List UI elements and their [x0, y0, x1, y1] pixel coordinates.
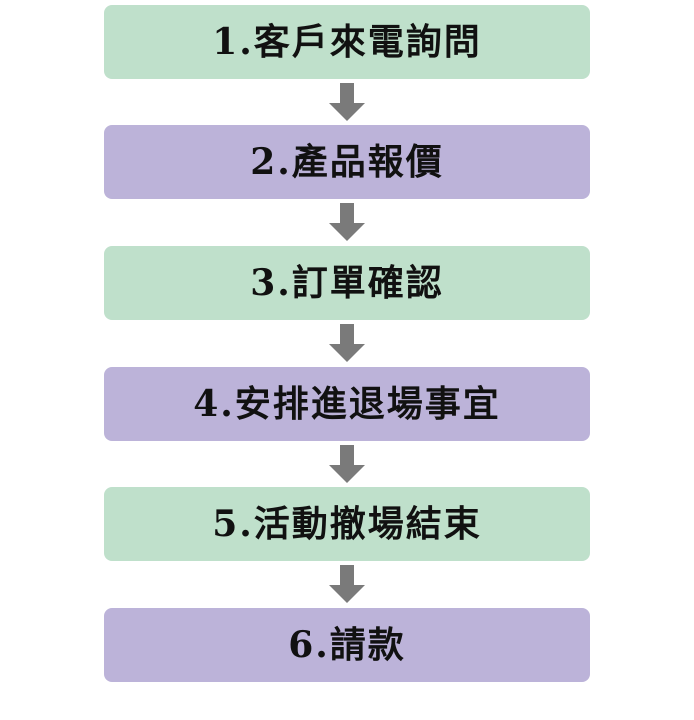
step-2-box: 2.產品報價 [104, 125, 590, 199]
step-4-box: 4.安排進退場事宜 [104, 367, 590, 441]
down-arrow-icon [329, 565, 365, 603]
step-5-label: 5.活動撤場結束 [212, 503, 482, 545]
step-2-label: 2.產品報價 [250, 141, 444, 183]
down-arrow-icon [329, 445, 365, 483]
step-1-box: 1.客戶來電詢問 [104, 5, 590, 79]
step-5-box: 5.活動撤場結束 [104, 487, 590, 561]
step-3-box: 3.訂單確認 [104, 246, 590, 320]
down-arrow-icon [329, 203, 365, 241]
down-arrow-icon [329, 83, 365, 121]
step-4-label: 4.安排進退場事宜 [193, 383, 501, 425]
down-arrow-icon [329, 324, 365, 362]
step-3-label: 3.訂單確認 [250, 262, 444, 304]
step-1-label: 1.客戶來電詢問 [212, 21, 482, 63]
step-6-label: 6.請款 [288, 624, 406, 666]
step-6-box: 6.請款 [104, 608, 590, 682]
